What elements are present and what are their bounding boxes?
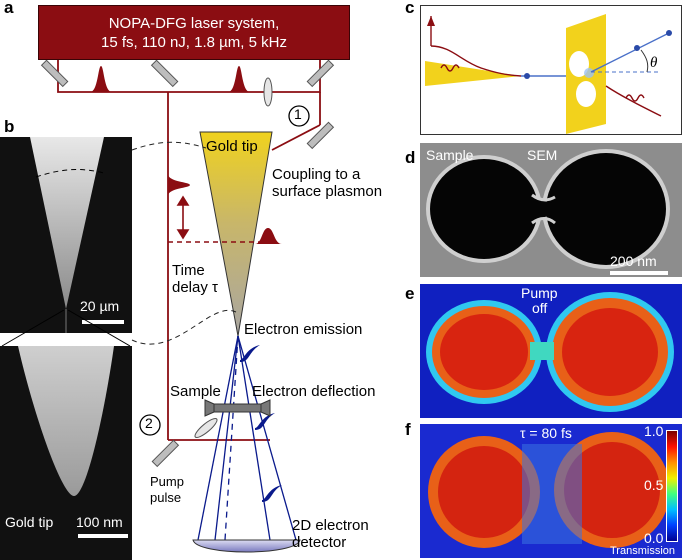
marker-2: 2 [145,415,153,431]
marker-1: 1 [294,106,302,122]
laser-system-box: NOPA-DFG laser system, 15 fs, 110 nJ, 1.… [38,5,350,60]
detector-label-1: 2D electron [292,517,369,534]
electron-deflection-label: Electron deflection [252,383,376,400]
panel-label-b: b [4,117,15,136]
tip-apex-label: Gold tip [5,514,54,530]
mirrors [40,59,335,468]
setup-diagram [40,59,335,553]
laser-title: NOPA-DFG laser system, [108,15,280,32]
theta-label: θ [650,55,658,71]
panel-label-a: a [4,0,14,17]
sample-label: Sample [170,383,221,400]
coupling-label-2: surface plasmon [272,183,383,200]
electron-pulses [240,345,282,502]
electron-detector [192,539,301,553]
colorbar-label: Transmission [610,545,675,557]
gold-tip-cone [199,131,273,337]
scale-label-200nm: 200 nm [610,253,657,269]
time-delay-value: τ = 80 fs [520,425,572,441]
colorbar [666,430,678,542]
panel-label-d: d [405,148,416,167]
scale-bar-200nm [610,271,668,275]
panel-label-f: f [405,420,411,439]
sem-image-sample [420,143,682,277]
time-delay-label-2: delay τ [172,279,218,296]
colorbar-tick-min: 0.0 [644,530,664,546]
panel-c-frame [420,5,682,135]
transmission-map-pump-80fs [420,424,682,558]
sem-title: SEM [527,147,558,163]
laser-pulses [90,66,282,244]
time-delay-label-1: Time [172,262,205,279]
electron-trajectories [197,335,297,541]
coupling-label-1: Coupling to a [272,166,361,183]
pump-off-label-2: off [532,300,548,316]
sem-image-tip-apex [0,346,132,560]
pump-pulse-label-1: Pump [150,474,184,489]
laser-specs: 15 fs, 110 nJ, 1.8 µm, 5 kHz [101,34,287,51]
pump-pulse-label-2: pulse [150,490,182,505]
panel-label-c: c [405,0,415,17]
panel-label-e: e [405,284,415,303]
sample-holder [204,399,271,417]
scale-bar-100nm [78,534,128,538]
zoom-lines [1,310,131,347]
gold-tip-label: Gold tip [206,138,258,155]
lenses [194,77,273,439]
electron-emission-label: Electron emission [244,321,363,338]
pump-off-label-1: Pump [521,285,558,301]
scale-bar-20um [82,320,124,324]
scale-label-20um: 20 µm [80,298,120,314]
scale-label-100nm: 100 nm [76,514,123,530]
transmission-map-pump-off [420,284,682,418]
sample-title: Sample [426,147,474,163]
time-delay-arrow [176,195,190,240]
zoom-connector-lines [131,141,237,345]
detector-label-2: detector [292,534,347,551]
colorbar-tick-mid: 0.5 [644,477,664,493]
sem-image-tip-overview [0,137,132,333]
colorbar-tick-max: 1.0 [644,423,664,439]
